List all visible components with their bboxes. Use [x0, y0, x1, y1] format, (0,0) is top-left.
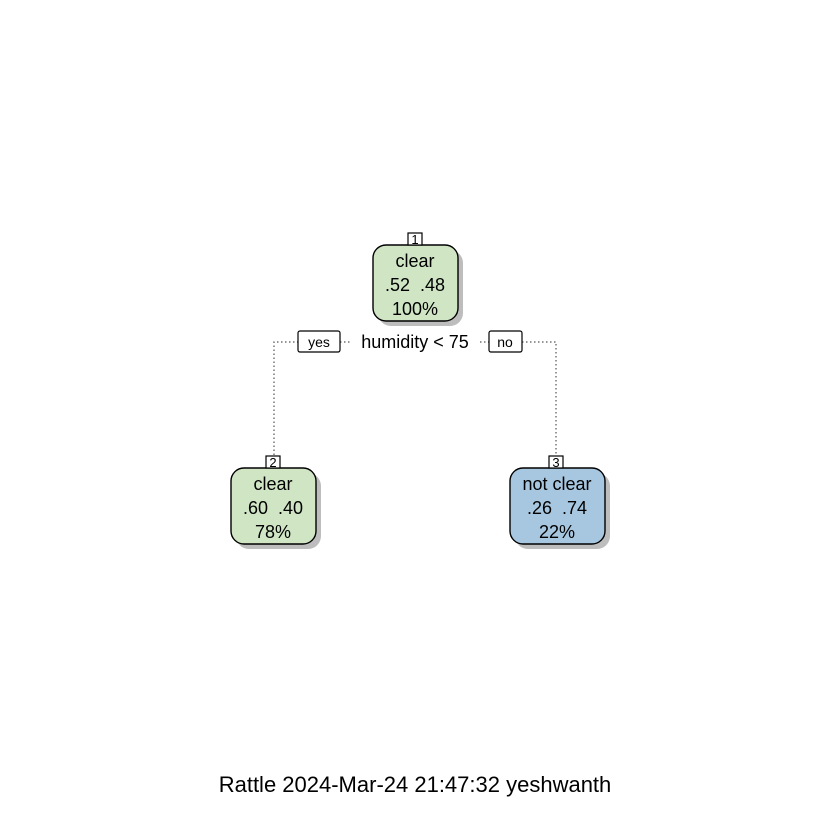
node-1-id: 1: [411, 232, 418, 247]
node-2-id: 2: [269, 455, 276, 470]
node-1-probs: .52 .48: [385, 275, 445, 295]
yes-label: yes: [308, 334, 330, 350]
node-1-id-box: [407, 232, 423, 246]
node-1-percent: 100%: [392, 299, 438, 319]
node-3-class: not clear: [522, 474, 591, 494]
no-label-box: [488, 330, 523, 353]
split: yes humidity < 75 no: [297, 330, 523, 353]
connector-right: [522, 341, 557, 455]
node-1: 1 clear .52 .48 100%: [372, 232, 463, 326]
node-3: 3 not clear .26 .74 22%: [509, 455, 610, 549]
node-3-probs: .26 .74: [527, 498, 587, 518]
node-2: 2 clear .60 .40 78%: [230, 455, 321, 549]
node-2-id-box: [265, 455, 281, 469]
connector-left: [273, 341, 298, 455]
node-3-id-box: [548, 455, 564, 469]
node-2-probs: .60 .40: [243, 498, 303, 518]
node-2-class: clear: [253, 474, 292, 494]
connectors: [273, 341, 557, 455]
node-1-class: clear: [395, 251, 434, 271]
yes-label-box: [297, 330, 341, 353]
node-2-percent: 78%: [255, 522, 291, 542]
node-3-id: 3: [552, 455, 559, 470]
node-3-percent: 22%: [539, 522, 575, 542]
plot-caption: Rattle 2024-Mar-24 21:47:32 yeshwanth: [218, 772, 612, 797]
no-label: no: [497, 334, 513, 350]
split-condition: humidity < 75: [361, 332, 469, 352]
